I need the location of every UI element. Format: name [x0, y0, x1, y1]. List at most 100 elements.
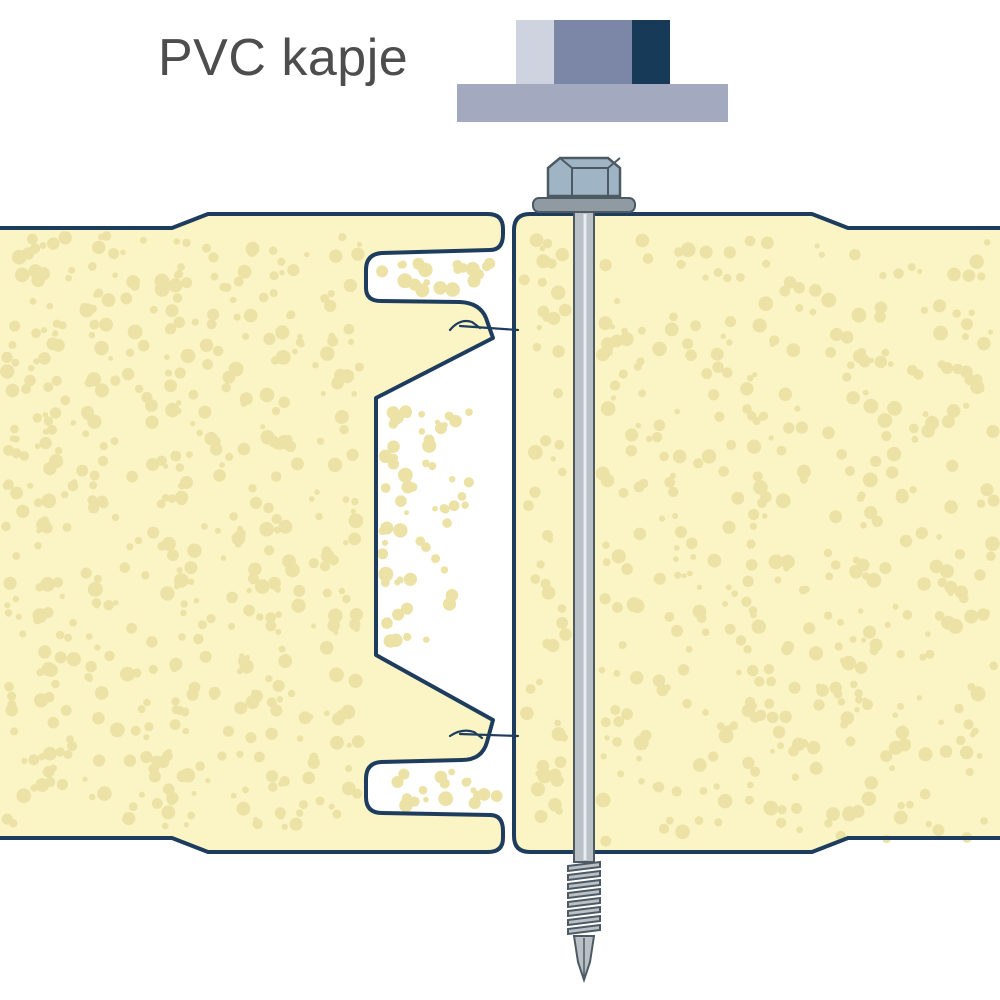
foam-dot — [248, 484, 257, 493]
foam-dot — [849, 636, 857, 643]
foam-dot — [932, 824, 945, 837]
foam-dot — [146, 458, 160, 471]
foam-dot — [180, 600, 188, 608]
foam-dot — [707, 553, 722, 568]
foam-dot — [209, 443, 223, 456]
foam-dot — [12, 552, 21, 560]
foam-dot — [42, 607, 54, 619]
foam-dot — [245, 732, 257, 744]
foam-dot — [529, 486, 541, 498]
foam-dot — [381, 617, 393, 629]
foam-dot — [24, 374, 36, 387]
foam-dot — [332, 809, 342, 819]
foam-dot — [415, 536, 426, 546]
foam-dot — [536, 560, 545, 569]
foam-dot — [164, 354, 170, 360]
foam-dot — [160, 586, 175, 601]
foam-dot — [753, 480, 768, 495]
foam-dot — [925, 649, 935, 659]
foam-dot — [758, 412, 767, 421]
foam-dot — [327, 290, 335, 298]
thread-turn — [567, 860, 601, 873]
foam-dot — [909, 423, 919, 434]
foam-dot — [164, 369, 173, 377]
foam-dot — [266, 770, 279, 783]
foam-dot — [295, 809, 304, 817]
foam-dot — [156, 499, 166, 509]
foam-dot — [752, 372, 758, 378]
foam-dot — [893, 268, 904, 279]
foam-dot — [237, 668, 243, 675]
foam-dot — [899, 534, 913, 548]
foam-dot — [345, 764, 353, 773]
foam-dot — [237, 442, 251, 456]
foam-dot — [887, 361, 894, 367]
foam-dot — [394, 579, 401, 586]
foam-dot — [228, 361, 244, 377]
foam-dot — [777, 742, 785, 750]
foam-dot — [98, 233, 105, 241]
foam-dot — [308, 496, 315, 502]
foam-dot — [377, 548, 389, 560]
foam-dot — [601, 345, 613, 358]
cap-top-dark — [632, 20, 670, 84]
foam-dot — [88, 331, 96, 339]
foam-dot — [93, 602, 101, 609]
foam-dot — [19, 630, 27, 638]
foam-dot — [461, 501, 469, 509]
foam-dot — [795, 421, 809, 434]
foam-dot — [682, 698, 692, 709]
foam-dot — [869, 638, 883, 652]
foam-dot — [598, 666, 606, 674]
foam-dot — [279, 270, 285, 276]
foam-dot — [445, 589, 459, 602]
foam-dot — [154, 273, 170, 289]
foam-dot — [803, 622, 816, 635]
foam-dot — [171, 705, 181, 715]
foam-dot — [846, 391, 860, 405]
foam-dot — [824, 819, 833, 828]
foam-dot — [625, 445, 637, 457]
foam-dot — [941, 362, 954, 375]
foam-dot — [120, 249, 126, 256]
foam-dot — [537, 305, 550, 318]
foam-dot — [613, 670, 621, 677]
foam-dot — [822, 426, 835, 440]
foam-dot — [3, 576, 17, 590]
foam-dot — [42, 412, 49, 418]
foam-dot — [558, 303, 572, 317]
foam-dot — [550, 456, 556, 462]
foam-dot — [275, 350, 291, 365]
foam-dot — [934, 611, 945, 621]
foam-dot — [791, 802, 802, 814]
foam-dot — [696, 613, 707, 623]
foam-dot — [381, 539, 389, 547]
thread-turn — [567, 923, 601, 936]
foam-dot — [714, 818, 723, 827]
foam-dot — [750, 766, 761, 777]
foam-dot — [675, 824, 690, 840]
foam-dot — [714, 411, 725, 422]
foam-dot — [10, 424, 19, 434]
foam-dot — [204, 431, 219, 446]
foam-dot — [746, 539, 756, 549]
foam-dot — [799, 738, 809, 748]
foam-dot — [121, 367, 135, 381]
foam-dot — [167, 549, 179, 562]
foam-dot — [638, 778, 645, 785]
foam-dot — [602, 558, 611, 567]
foam-dot — [877, 413, 893, 428]
foam-dot — [137, 705, 146, 714]
foam-dot — [917, 577, 931, 591]
foam-dot — [387, 440, 400, 454]
foam-dot — [535, 770, 542, 777]
foam-dot — [809, 308, 817, 316]
foam-dot — [985, 536, 1000, 551]
foam-dot — [769, 342, 775, 347]
foam-dot — [844, 466, 855, 476]
foam-dot — [658, 823, 670, 834]
foam-dot — [268, 782, 278, 792]
foam-dot — [259, 521, 275, 537]
foam-dot — [536, 678, 543, 686]
foam-dot — [763, 664, 775, 675]
